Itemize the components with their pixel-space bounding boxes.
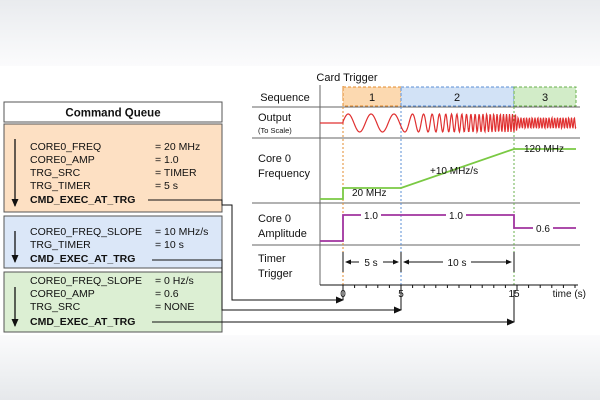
row-label-output: Output [258, 112, 291, 124]
freq-label-slope: +10 MHz/s [430, 166, 478, 177]
card-trigger-label: Card Trigger [316, 72, 377, 84]
connector-block-1 [148, 199, 344, 304]
cmd-value: = 10 MHz/s [155, 226, 208, 238]
cmd-value: = 10 s [155, 239, 184, 251]
cmd-name: TRG_SRC [30, 301, 81, 313]
cmd-value: = 1.0 [155, 154, 179, 166]
timer-label-bg [359, 256, 383, 268]
cmd-value: = 20 MHz [155, 141, 200, 153]
time-tick-label: 0 [340, 289, 346, 300]
row-label-timer-1: Timer [258, 253, 286, 265]
timing-diagram: Card Trigger 1 2 3 Sequence Output (To S… [252, 72, 586, 300]
cmd-name: CORE0_FREQ_SLOPE [30, 275, 142, 287]
cmd-value: = NONE [155, 301, 194, 313]
cmd-name: CORE0_AMP [30, 288, 95, 300]
cmd-exec-at-trg: CMD_EXEC_AT_TRG [30, 194, 135, 206]
cmd-name: TRG_SRC [30, 167, 81, 179]
amp-label-bg [533, 222, 553, 234]
time-tick-label: 15 [508, 289, 520, 300]
cmd-value: = 0 Hz/s [155, 275, 194, 287]
command-queue: Command Queue CORE0_FREQ = 20 MHz CORE0_… [3, 101, 223, 333]
cmd-name: CORE0_FREQ [30, 141, 101, 153]
sequence-step-label: 2 [454, 92, 460, 104]
timer-label-second: 10 s [448, 258, 467, 269]
amp-label-second: 1.0 [449, 211, 463, 222]
cmd-name: TRG_TIMER [30, 239, 91, 251]
command-queue-title: Command Queue [65, 108, 160, 120]
cmd-value: = TIMER [155, 167, 197, 179]
amplitude-trace [320, 214, 576, 242]
sequence-step-label: 3 [542, 92, 548, 104]
timer-label-first: 5 s [364, 258, 377, 269]
row-label-sequence: Sequence [260, 92, 310, 104]
row-label-frequency-2: Frequency [258, 168, 310, 180]
timer-label-bg [443, 256, 471, 268]
row-label-timer-2: Trigger [258, 268, 293, 280]
amp-label-third: 0.6 [536, 224, 550, 235]
connector-arrows [148, 199, 515, 326]
cmd-name: CORE0_FREQ_SLOPE [30, 226, 142, 238]
sequence-step-label: 1 [369, 92, 375, 104]
background-top [0, 0, 600, 66]
sequence-step-3 [513, 86, 577, 107]
row-label-output-sub: (To Scale) [258, 126, 292, 135]
connector-block-2 [152, 259, 402, 314]
time-tick-label: 5 [398, 289, 404, 300]
cmd-exec-at-trg: CMD_EXEC_AT_TRG [30, 316, 135, 328]
row-label-amplitude-2: Amplitude [258, 228, 307, 240]
command-queue-header [3, 101, 223, 123]
command-block-2 [3, 215, 223, 269]
command-block-1 [3, 123, 223, 213]
cmd-name: TRG_TIMER [30, 180, 91, 192]
cmd-value: = 5 s [155, 180, 178, 192]
cmd-exec-at-trg: CMD_EXEC_AT_TRG [30, 253, 135, 265]
frequency-trace [320, 148, 576, 200]
amp-label-bg [361, 209, 381, 221]
background-bottom [0, 335, 600, 400]
time-axis-label: time (s) [553, 289, 586, 300]
amp-label-first: 1.0 [364, 211, 378, 222]
row-label-frequency-1: Core 0 [258, 153, 291, 165]
freq-label-end: 120 MHz [524, 144, 564, 155]
amp-label-bg [446, 209, 466, 221]
time-axis-minor-ticks [342, 285, 576, 290]
output-waveform [320, 112, 577, 135]
row-label-amplitude-1: Core 0 [258, 213, 291, 225]
cmd-name: CORE0_AMP [30, 154, 95, 166]
freq-label-start: 20 MHz [352, 188, 386, 199]
cmd-value: = 0.6 [155, 288, 179, 300]
